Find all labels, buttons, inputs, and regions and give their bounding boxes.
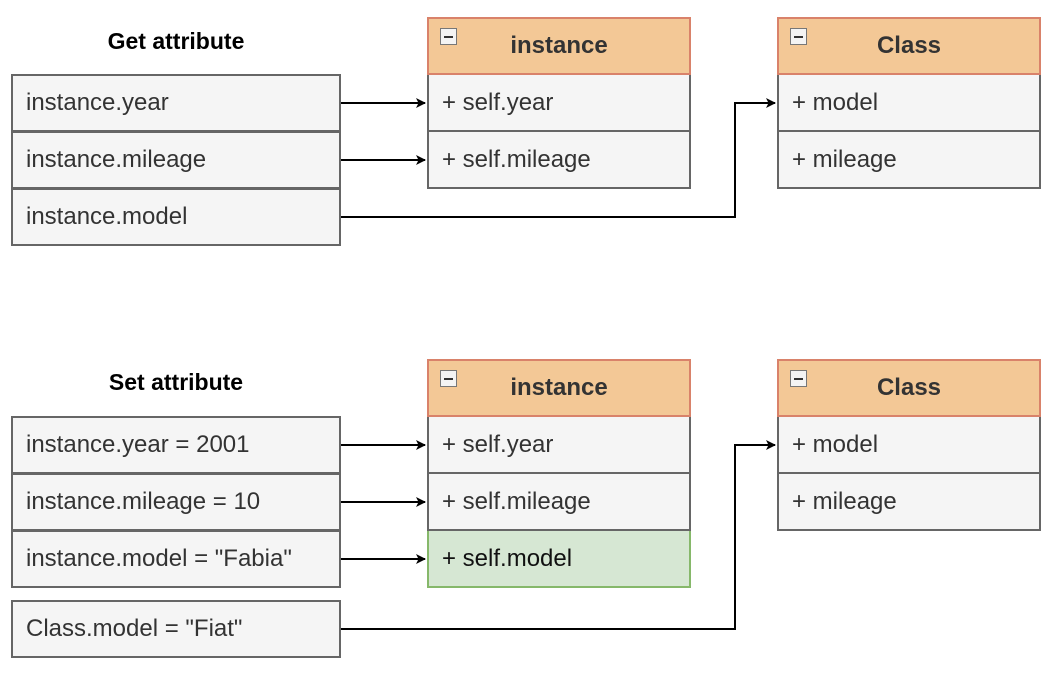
get-expression-year[interactable]: instance.year — [11, 74, 341, 132]
minus-square-icon[interactable] — [790, 28, 807, 45]
set-expression-model[interactable]: instance.model = "Fabia" — [11, 530, 341, 588]
get-class-box[interactable]: Class + model + mileage — [777, 17, 1041, 189]
instance-box-title: instance — [510, 32, 608, 59]
attribute-text: + model — [792, 430, 879, 458]
instance-attribute-row: + self.mileage — [427, 474, 691, 531]
class-attribute-row: + mileage — [777, 474, 1041, 531]
class-attribute-row: + model — [777, 417, 1041, 474]
arrow-get-model — [341, 98, 776, 218]
get-instance-box[interactable]: instance + self.year + self.mileage — [427, 17, 691, 189]
instance-attribute-row: + self.year — [427, 75, 691, 132]
attribute-text: + model — [792, 88, 879, 116]
get-expression-model[interactable]: instance.model — [11, 188, 341, 246]
instance-box-header: instance — [427, 17, 691, 75]
instance-box-header: instance — [427, 359, 691, 417]
set-attribute-heading: Set attribute — [108, 369, 244, 395]
minus-square-icon[interactable] — [440, 370, 457, 387]
class-box-header: Class — [777, 359, 1041, 417]
expression-text: instance.year — [26, 89, 169, 116]
attribute-text: + self.year — [442, 430, 554, 458]
instance-attribute-row: + self.year — [427, 417, 691, 474]
class-box-title: Class — [876, 32, 942, 59]
attribute-text: + self.year — [442, 88, 554, 116]
instance-box-title: instance — [510, 374, 608, 401]
expression-text: Class.model = "Fiat" — [26, 615, 243, 642]
arrow-set-class-model — [341, 440, 776, 630]
minus-square-icon[interactable] — [790, 370, 807, 387]
attribute-text: + self.mileage — [442, 487, 591, 515]
set-class-expression[interactable]: Class.model = "Fiat" — [11, 600, 341, 658]
get-expression-mileage[interactable]: instance.mileage — [11, 131, 341, 189]
set-instance-box[interactable]: instance + self.year + self.mileage + se… — [427, 359, 691, 588]
instance-attribute-row: + self.mileage — [427, 132, 691, 189]
class-box-title: Class — [876, 374, 942, 401]
expression-text: instance.model — [26, 203, 188, 230]
expression-text: instance.mileage = 10 — [26, 488, 261, 515]
expression-text: instance.model = "Fabia" — [26, 545, 292, 572]
new-instance-attribute-row: + self.model — [427, 531, 691, 588]
attribute-text: + mileage — [792, 487, 897, 515]
expression-text: instance.year = 2001 — [26, 431, 250, 458]
class-attribute-row: + mileage — [777, 132, 1041, 189]
expression-text: instance.mileage — [26, 146, 207, 173]
class-attribute-row: + model — [777, 75, 1041, 132]
attribute-text: + self.model — [442, 544, 573, 572]
minus-square-icon[interactable] — [440, 28, 457, 45]
get-attribute-heading: Get attribute — [107, 28, 245, 54]
set-class-box[interactable]: Class + model + mileage — [777, 359, 1041, 531]
class-box-header: Class — [777, 17, 1041, 75]
attribute-text: + mileage — [792, 145, 897, 173]
attribute-text: + self.mileage — [442, 145, 591, 173]
set-expression-year[interactable]: instance.year = 2001 — [11, 416, 341, 474]
set-expression-mileage[interactable]: instance.mileage = 10 — [11, 473, 341, 531]
